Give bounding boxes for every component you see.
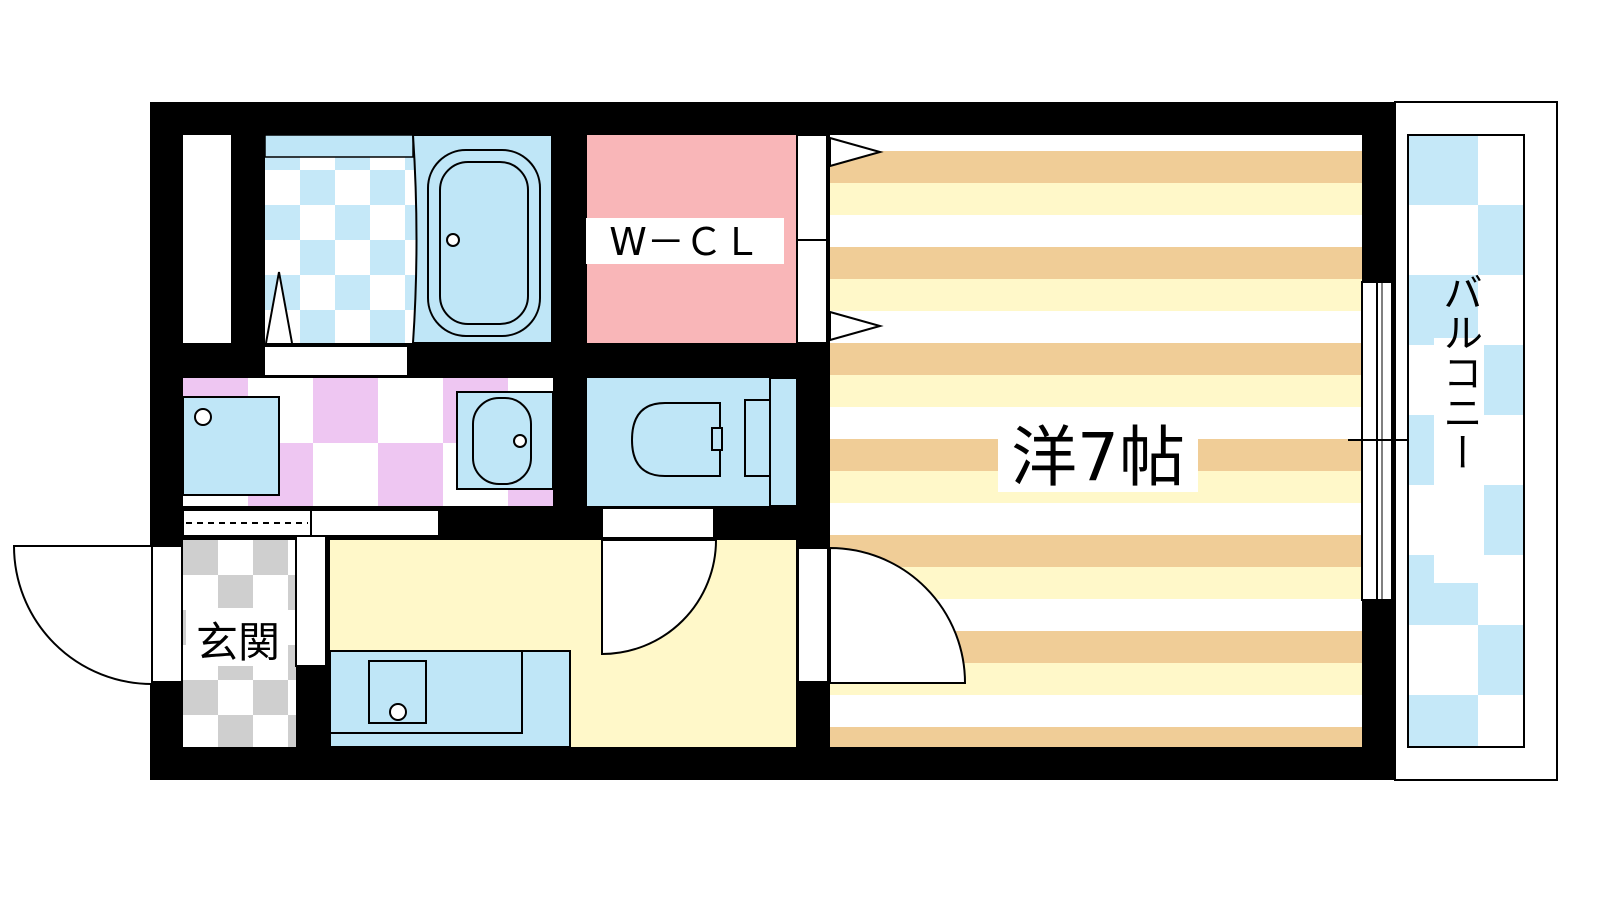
washroom [182, 378, 554, 506]
closet-door-bottom [829, 310, 884, 342]
wcl-label: W－ＣＬ [609, 220, 761, 264]
walk-in-closet: W－ＣＬ [586, 134, 828, 344]
entrance-label: 玄関 [196, 618, 280, 667]
western-room: 洋7帖 [797, 135, 1362, 747]
washroom-sliding-door [182, 509, 440, 537]
balcony-label-box: バルコニー [1434, 272, 1484, 583]
toilet-room [587, 377, 798, 507]
toilet-door-swing [601, 539, 718, 656]
balcony-label: バルコニー [1436, 272, 1482, 472]
western-room-label: 洋7帖 [1011, 419, 1185, 496]
entrance: 玄関 [12, 535, 327, 747]
drain-icon [446, 233, 460, 247]
closet-door-top [829, 136, 884, 168]
bathroom [264, 134, 553, 375]
storage-closet [183, 135, 231, 343]
bath-door [265, 271, 293, 344]
room-door-swing [829, 546, 967, 684]
toilet-tank [744, 399, 771, 477]
toilet-bowl [630, 402, 721, 477]
balcony-window [1348, 281, 1408, 601]
kitchen [329, 507, 796, 748]
front-door-swing [12, 545, 153, 686]
